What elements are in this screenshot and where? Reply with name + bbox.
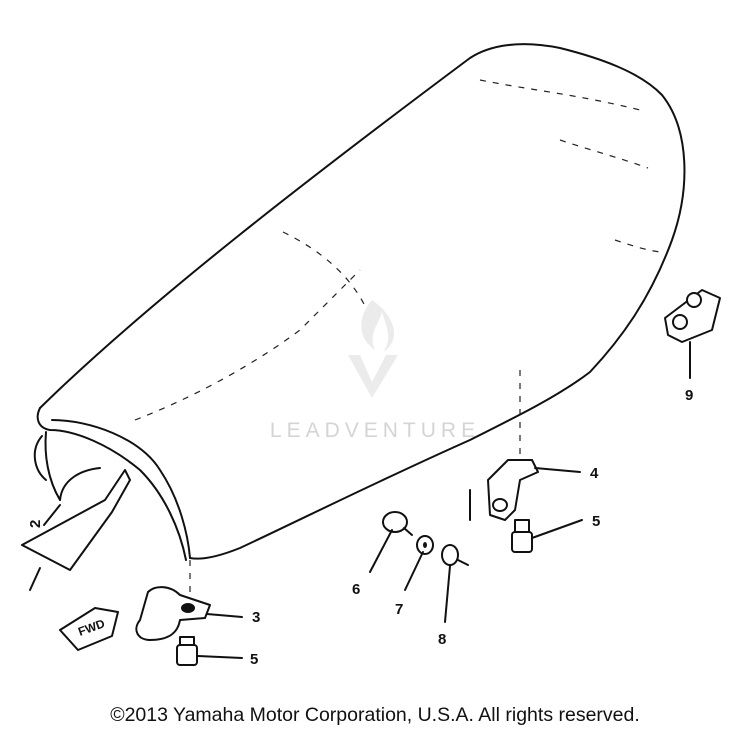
callout-2: 2 <box>27 520 44 528</box>
callout-3: 3 <box>252 609 260 626</box>
callout-7: 7 <box>395 601 403 618</box>
seat-clip-part-9 <box>664 289 721 343</box>
rear-bracket-part-4 <box>469 459 539 521</box>
seat-strap-part-2 <box>21 469 131 591</box>
watermark-text: LEADVENTURE <box>270 419 480 442</box>
leader-lines <box>43 341 691 659</box>
callout-5-rear: 5 <box>592 513 600 530</box>
washer-part-7 <box>416 535 434 555</box>
bolt-part-6 <box>382 511 413 536</box>
copyright-text: ©2013 Yamaha Motor Corporation, U.S.A. A… <box>110 704 640 726</box>
forward-direction-arrow-icon: FWD <box>59 607 119 651</box>
seat-body <box>33 43 686 620</box>
callout-8: 8 <box>438 631 446 648</box>
washer-part-8 <box>441 544 469 566</box>
bolt-part-5-front <box>176 636 198 666</box>
callout-6: 6 <box>352 581 360 598</box>
front-bracket-part-3 <box>135 586 211 641</box>
callout-9: 9 <box>685 387 693 404</box>
leadventure-logo-icon <box>348 300 398 398</box>
callout-5-front: 5 <box>250 651 258 668</box>
callout-4: 4 <box>590 465 599 482</box>
bolt-part-5-rear <box>511 519 533 553</box>
